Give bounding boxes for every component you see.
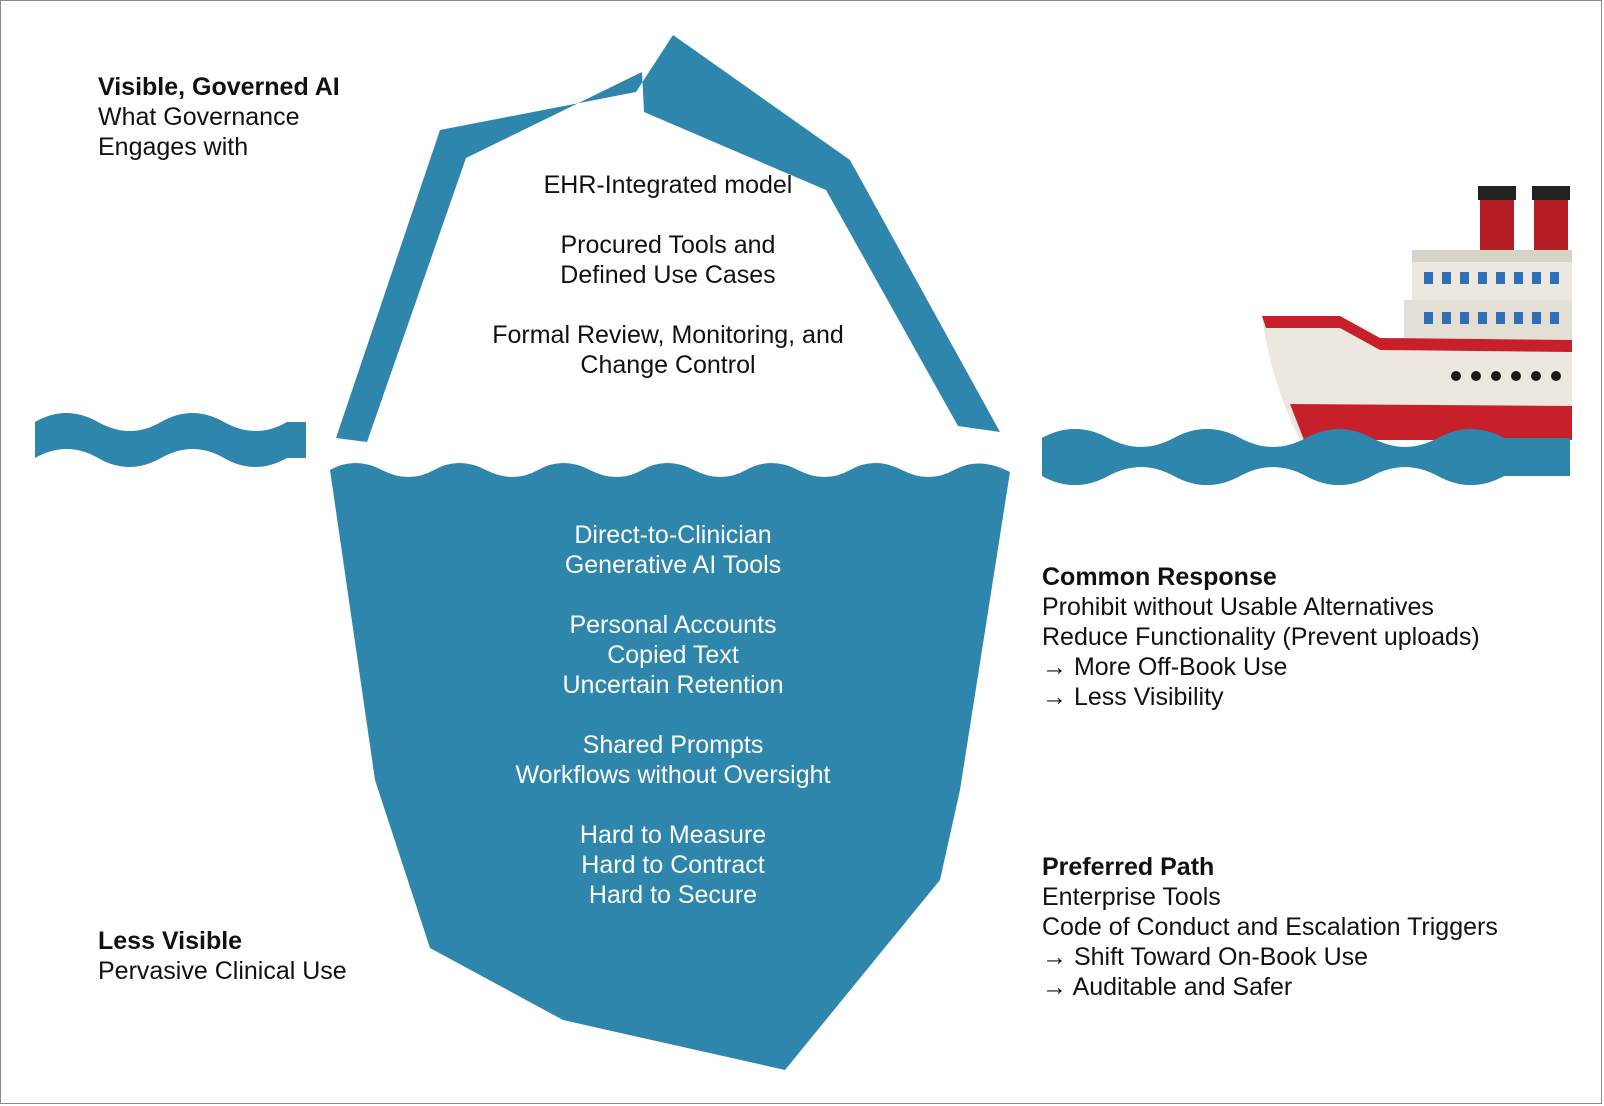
preferred-path-line: Enterprise Tools <box>1042 883 1221 911</box>
water-waves-left <box>35 413 306 467</box>
below-water-item: Direct-to-Clinician Generative AI Tools <box>516 520 831 580</box>
below-water-line: Uncertain Retention <box>562 671 784 699</box>
less-visible-heading: Less Visible <box>98 927 243 955</box>
below-water-line: Hard to Secure <box>588 881 758 909</box>
common-response-line: → More Off-Book Use <box>1042 653 1288 681</box>
common-response-line: → Less Visibility <box>1042 683 1224 711</box>
preferred-path-heading: Preferred Path <box>1042 853 1215 881</box>
above-water-item: Formal Review, Monitoring, and Change Co… <box>492 320 844 380</box>
below-water-line: Hard to Measure <box>579 821 767 849</box>
below-water-line: Hard to Contract <box>581 851 765 879</box>
below-water-line: Workflows without Oversight <box>515 761 831 789</box>
above-water-item: Procured Tools and Defined Use Cases <box>492 230 844 290</box>
preferred-path-line: → Shift Toward On-Book Use <box>1042 943 1369 971</box>
above-water-line: Formal Review, Monitoring, and <box>492 321 844 349</box>
below-water-item: Shared Prompts Workflows without Oversig… <box>516 730 831 790</box>
below-water-item: Personal Accounts Copied Text Uncertain … <box>516 610 831 700</box>
above-water-item: EHR-Integrated model <box>492 170 844 200</box>
common-response-heading: Common Response <box>1042 563 1277 591</box>
above-water-items: EHR-Integrated model Procured Tools and … <box>492 170 844 380</box>
visible-ai-line: Engages with <box>98 133 249 161</box>
below-water-line: Direct-to-Clinician <box>574 521 772 549</box>
above-water-line: Defined Use Cases <box>560 261 776 289</box>
below-water-line: Shared Prompts <box>582 731 764 759</box>
less-visible-label: Less Visible Pervasive Clinical Use <box>98 926 347 986</box>
preferred-path-line: → Auditable and Safer <box>1042 973 1293 1001</box>
below-water-item: Hard to Measure Hard to Contract Hard to… <box>516 820 831 910</box>
below-water-line: Personal Accounts <box>569 611 777 639</box>
above-water-line: Change Control <box>580 351 756 379</box>
below-water-line: Generative AI Tools <box>564 551 782 579</box>
water-waves-right-front <box>1042 429 1570 485</box>
above-water-line: EHR-Integrated model <box>543 171 793 199</box>
ship-icon <box>1262 186 1572 440</box>
common-response-line: Prohibit without Usable Alternatives <box>1042 593 1434 621</box>
below-water-items: Direct-to-Clinician Generative AI Tools … <box>516 520 831 910</box>
visible-ai-label: Visible, Governed AI What Governance Eng… <box>98 72 340 162</box>
preferred-path-label: Preferred Path Enterprise Tools Code of … <box>1042 852 1498 1002</box>
less-visible-line: Pervasive Clinical Use <box>98 957 347 985</box>
iceberg-submerged-body <box>330 463 1010 1070</box>
common-response-label: Common Response Prohibit without Usable … <box>1042 562 1480 712</box>
preferred-path-line: Code of Conduct and Escalation Triggers <box>1042 913 1498 941</box>
above-water-line: Procured Tools and <box>560 231 776 259</box>
below-water-line: Copied Text <box>607 641 739 669</box>
common-response-line: Reduce Functionality (Prevent uploads) <box>1042 623 1480 651</box>
iceberg-tip-outline <box>336 35 1000 442</box>
visible-ai-heading: Visible, Governed AI <box>98 73 340 101</box>
visible-ai-line: What Governance <box>98 103 300 131</box>
